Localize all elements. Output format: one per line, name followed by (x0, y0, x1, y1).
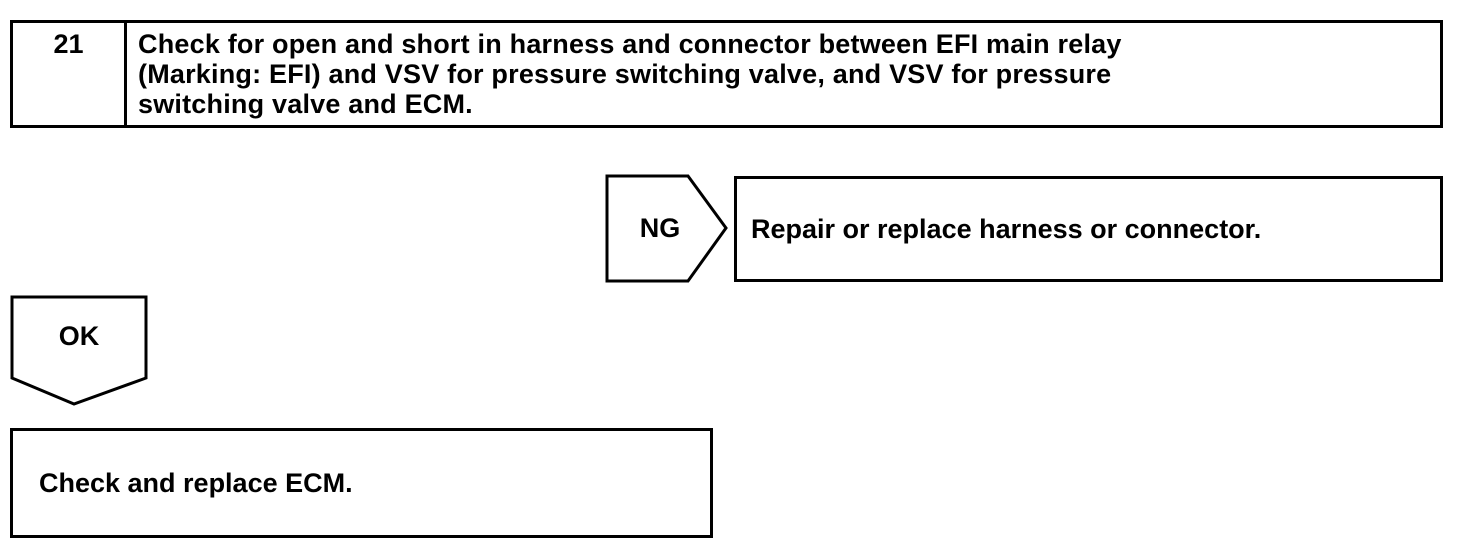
step-box: 21 Check for open and short in harness a… (10, 20, 1443, 128)
ng-result-text: Repair or replace harness or connector. (751, 214, 1262, 244)
step-description: Check for open and short in harness and … (138, 29, 1428, 119)
ng-result-box: Repair or replace harness or connector. (734, 176, 1443, 282)
ok-result-box: Check and replace ECM. (10, 428, 713, 538)
ok-label: OK (58, 321, 100, 351)
step-description-line-1: Check for open and short in harness and … (138, 29, 1122, 59)
ng-label: NG (639, 213, 681, 243)
step-description-line-3: switching valve and ECM. (138, 89, 473, 119)
ng-arrow-shape (605, 174, 728, 283)
ok-result-text: Check and replace ECM. (39, 468, 353, 498)
ok-arrow-shape (10, 295, 148, 406)
step-description-line-2: (Marking: EFI) and VSV for pressure swit… (138, 59, 1112, 89)
step-number: 21 (53, 29, 84, 59)
step-number-cell: 21 (13, 23, 127, 125)
